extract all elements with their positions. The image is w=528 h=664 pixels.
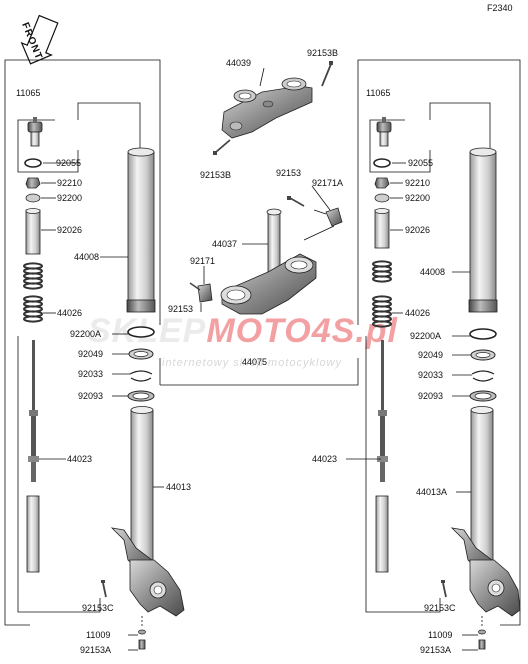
label-92153b-bottom: 92153B [200, 170, 231, 180]
bracket-icon [197, 207, 343, 303]
label-92055-left: 92055 [56, 158, 81, 168]
label-44013-left: 44013 [166, 482, 191, 492]
clip-icon [471, 370, 495, 382]
label-92171: 92171 [190, 256, 215, 266]
damper-rod-icon [26, 340, 40, 573]
left-fork [17, 102, 185, 651]
label-92093-right: 92093 [418, 391, 443, 401]
label-44037: 44037 [212, 239, 237, 249]
bolt-icon [101, 580, 107, 598]
bolt-icon [441, 580, 447, 598]
label-44013a-right: 44013A [416, 487, 447, 497]
axle-bracket-icon [450, 527, 521, 617]
right-fork [346, 102, 521, 651]
axle-bracket-icon [110, 527, 185, 617]
part-labels: 11065 92055 92210 92200 92026 44008 4402… [16, 48, 456, 655]
label-92026-right: 92026 [405, 225, 430, 235]
label-11065-left: 11065 [16, 88, 40, 98]
label-92033-left: 92033 [78, 369, 103, 379]
clip-icon [129, 370, 153, 382]
label-92055-right: 92055 [408, 158, 433, 168]
bolt-icon [213, 61, 333, 155]
label-44008-left: 44008 [74, 252, 99, 262]
label-44023-right: 44023 [312, 454, 337, 464]
label-44026-right: 44026 [405, 308, 430, 318]
ring-icon [469, 328, 497, 340]
bolt-icon [189, 196, 305, 291]
outer-tube-icon [468, 147, 498, 313]
o-ring-icon [373, 158, 391, 168]
label-44026-left: 44026 [57, 308, 82, 318]
steering-stem-clamp [220, 208, 317, 315]
label-92153c-left: 92153C [82, 603, 114, 613]
label-44039: 44039 [226, 58, 251, 68]
label-92049-left: 92049 [78, 349, 103, 359]
ring-icon [127, 326, 155, 338]
label-44023-left: 44023 [67, 454, 92, 464]
washer-icon [25, 193, 41, 203]
spring-icon [23, 262, 43, 323]
label-11009-right: 11009 [428, 630, 452, 640]
label-92093-left: 92093 [78, 391, 103, 401]
left-fork-frame [4, 59, 161, 626]
damper-rod-icon [375, 340, 389, 573]
label-92153a-right: 92153A [420, 645, 451, 655]
label-92200-left: 92200 [57, 193, 82, 203]
cap-bolt-icon [376, 117, 392, 147]
label-92049-right: 92049 [418, 350, 443, 360]
spring-icon [372, 260, 392, 328]
label-44008-right: 44008 [420, 267, 445, 277]
label-11065-right: 11065 [366, 88, 390, 98]
label-92026-left: 92026 [57, 225, 82, 235]
upper-triple-clamp [221, 77, 313, 139]
washer-icon [374, 193, 390, 203]
label-92153a-left: 92153A [80, 645, 111, 655]
nut-icon [374, 177, 390, 189]
right-fork-frame [160, 59, 521, 626]
diagram-code: F2340 [487, 3, 513, 13]
label-11009-left: 11009 [86, 630, 110, 640]
o-ring-icon [24, 158, 42, 168]
label-92200a-left: 92200A [70, 329, 101, 339]
inner-tube-icon [470, 406, 494, 571]
outer-tube-icon [126, 147, 156, 313]
label-92210-right: 92210 [405, 178, 430, 188]
nut-icon [25, 177, 41, 189]
front-arrow-icon [20, 14, 59, 65]
watermark: SKLEPMOTO4S.pl internetowy sklep motocyk… [88, 312, 398, 369]
label-92153-lower: 92153 [168, 304, 193, 314]
label-44075: 44075 [242, 357, 267, 367]
collar-icon [25, 209, 41, 255]
label-92033-right: 92033 [418, 370, 443, 380]
label-92153-upper: 92153 [276, 168, 301, 178]
label-92153b-top: 92153B [307, 48, 338, 58]
label-92171a: 92171A [312, 178, 343, 188]
label-92200a-right: 92200A [410, 331, 441, 341]
label-92153c-right: 92153C [424, 603, 456, 613]
svg-text:internetowy sklep motocyklowy: internetowy sklep motocyklowy [162, 357, 343, 369]
collar-icon [374, 209, 390, 249]
cap-bolt-icon [27, 117, 43, 147]
label-92200-right: 92200 [405, 193, 430, 203]
label-92210-left: 92210 [57, 178, 82, 188]
